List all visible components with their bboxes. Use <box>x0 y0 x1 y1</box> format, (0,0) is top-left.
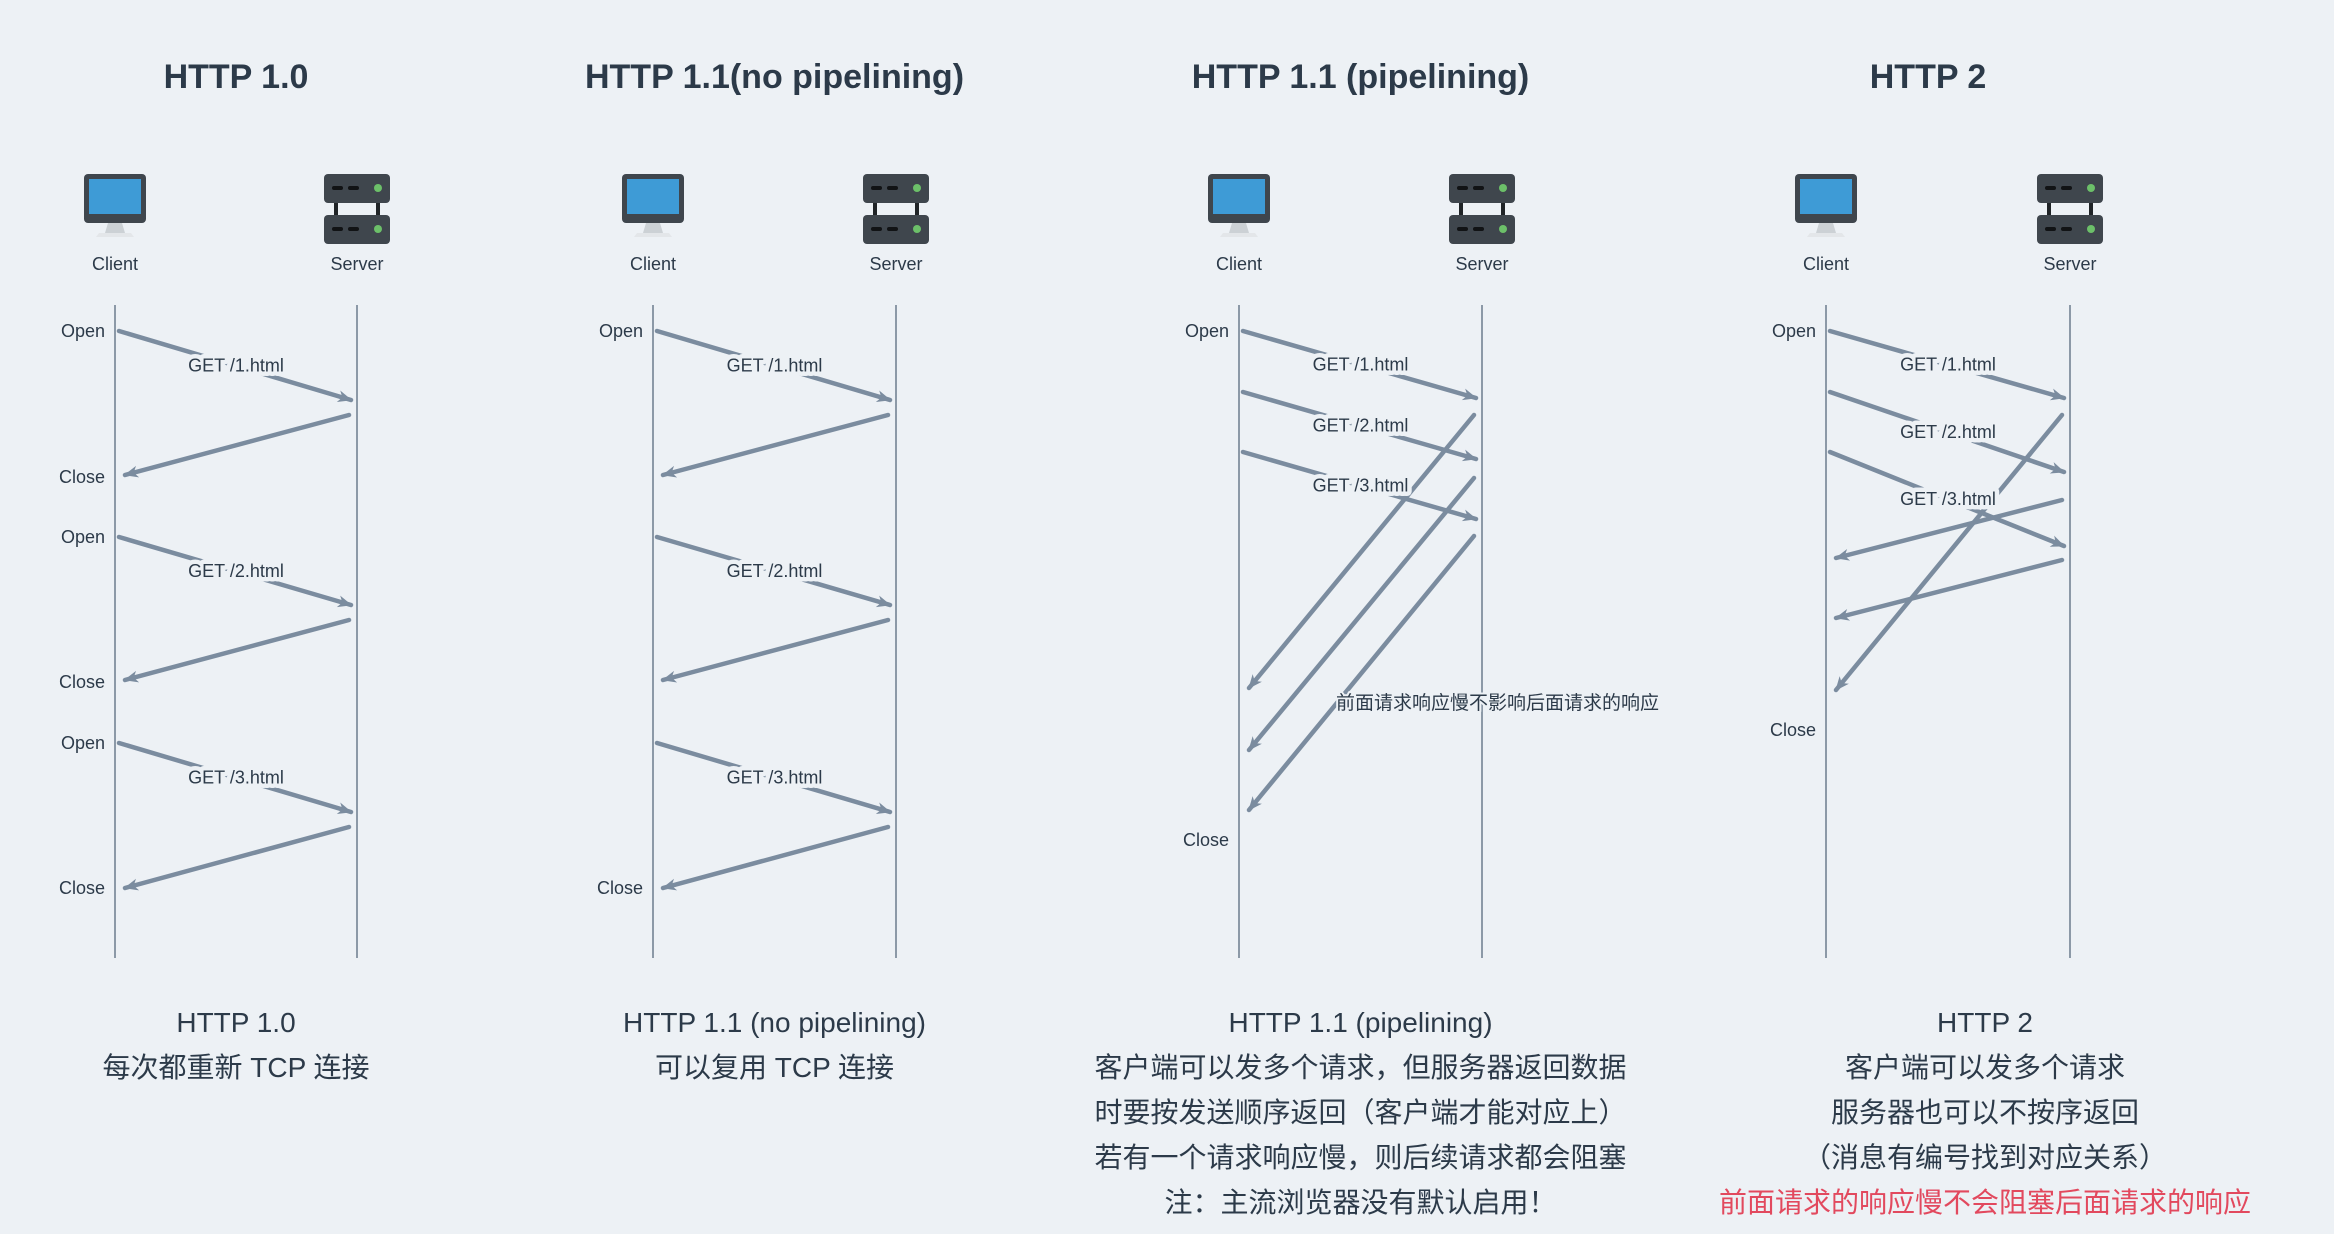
server-rack-icon <box>1444 174 1520 246</box>
message-label: GET /3.html <box>188 768 284 788</box>
response-arrow <box>1246 475 1477 753</box>
client-actor: Client <box>1201 174 1277 275</box>
close-marker-label: Close <box>597 878 643 898</box>
message-label: GET /2.html <box>188 561 284 581</box>
message-label: GET /2.html <box>1313 416 1409 436</box>
message-label: GET /1.html <box>727 356 823 376</box>
column-caption: HTTP 1.1 (pipelining) 客户端可以发多个请求，但服务器返回数… <box>1094 1000 1626 1225</box>
message-label: GET /2.html <box>1900 422 1996 442</box>
caption-line: 每次都重新 TCP 连接 <box>102 1052 370 1083</box>
request-arrow <box>1240 389 1479 462</box>
response-arrow <box>1833 412 2065 693</box>
caption-line: 服务器也可以不按序返回 <box>1830 1097 2140 1128</box>
message-label: GET /3.html <box>1900 489 1996 509</box>
client-actor: Client <box>1788 174 1864 275</box>
server-rack-icon <box>2032 174 2108 246</box>
response-arrow <box>122 617 352 683</box>
response-arrow <box>122 824 352 891</box>
request-arrow <box>116 534 354 608</box>
caption-line: 注：主流浏览器没有默认启用！ <box>1164 1187 1557 1218</box>
column-title: HTTP 1.0 <box>163 58 309 96</box>
server-actor: Server <box>2032 174 2108 275</box>
client-actor: Client <box>77 174 153 275</box>
caption-line: 可以复用 TCP 连接 <box>654 1052 895 1083</box>
caption-line-highlight: 前面请求的响应慢不会阻塞后面请求的响应 <box>1718 1187 2252 1218</box>
message-label: GET /1.html <box>1313 355 1409 375</box>
column-title: HTTP 1.1(no pipelining) <box>584 58 965 96</box>
response-arrow <box>1833 557 2065 621</box>
request-arrow <box>654 328 893 403</box>
request-arrow <box>1240 328 1479 401</box>
client-label: Client <box>629 254 677 274</box>
response-order-annotation: 前面请求响应慢不影响后面请求的响应 <box>1336 692 1659 714</box>
message-label: GET /1.html <box>188 356 284 376</box>
caption-line: （消息有编号找到对应关系） <box>1802 1142 2168 1173</box>
server-actor: Server <box>858 174 934 275</box>
caption-line: 时要按发送顺序返回（客户端才能对应上） <box>1094 1097 1627 1128</box>
column-caption: HTTP 1.1 (no pipelining) 可以复用 TCP 连接 <box>623 1000 926 1090</box>
message-label: GET /2.html <box>727 561 823 581</box>
response-arrow <box>1833 497 2065 561</box>
monitor-icon <box>615 174 691 246</box>
request-arrow <box>654 740 893 815</box>
server-rack-icon <box>319 174 395 246</box>
caption-line: HTTP 1.0 <box>176 1007 296 1038</box>
caption-line: 客户端可以发多个请求，但服务器返回数据 <box>1094 1052 1627 1083</box>
caption-line: HTTP 2 <box>1937 1007 2033 1038</box>
response-arrow <box>122 412 352 478</box>
server-label: Server <box>330 254 384 274</box>
caption-line: HTTP 1.1 (no pipelining) <box>623 1007 926 1038</box>
response-arrow <box>660 824 891 891</box>
monitor-icon <box>1788 174 1864 246</box>
open-marker-label: Open <box>61 733 105 753</box>
response-arrow <box>1246 533 1477 813</box>
close-marker-label: Close <box>1770 720 1816 740</box>
response-arrow <box>660 412 891 478</box>
close-marker-label: Close <box>59 672 105 692</box>
message-label: GET /3.html <box>1313 476 1409 496</box>
close-marker-label: Close <box>1183 830 1229 850</box>
open-marker-label: Open <box>1185 321 1229 341</box>
request-arrow <box>654 534 893 608</box>
request-arrow <box>1827 328 2067 401</box>
request-arrow <box>1240 449 1479 522</box>
column-caption: HTTP 2 客户端可以发多个请求 服务器也可以不按序返回 （消息有编号找到对应… <box>1719 1000 2251 1225</box>
caption-line: HTTP 1.1 (pipelining) <box>1228 1007 1493 1038</box>
client-label: Client <box>91 254 139 274</box>
open-marker-label: Open <box>1772 321 1816 341</box>
close-marker-label: Close <box>59 878 105 898</box>
client-label: Client <box>1215 254 1263 274</box>
server-label: Server <box>1455 254 1509 274</box>
open-marker-label: Open <box>599 321 643 341</box>
request-arrow <box>116 740 354 815</box>
caption-line: 若有一个请求响应慢，则后续请求都会阻塞 <box>1094 1142 1627 1173</box>
client-actor: Client <box>615 174 691 275</box>
monitor-icon <box>1201 174 1277 246</box>
server-actor: Server <box>1444 174 1520 275</box>
column-caption: HTTP 1.0 每次都重新 TCP 连接 <box>102 1000 369 1090</box>
client-label: Client <box>1802 254 1850 274</box>
server-actor: Server <box>319 174 395 275</box>
message-label: GET /3.html <box>727 768 823 788</box>
server-label: Server <box>2043 254 2097 274</box>
open-marker-label: Open <box>61 321 105 341</box>
response-arrow <box>1246 412 1477 691</box>
request-arrow <box>1827 449 2067 549</box>
request-arrow <box>116 328 354 403</box>
monitor-icon <box>77 174 153 246</box>
column-title: HTTP 2 <box>1869 58 1987 96</box>
server-rack-icon <box>858 174 934 246</box>
message-label: GET /1.html <box>1900 355 1996 375</box>
column-title: HTTP 1.1 (pipelining) <box>1191 58 1530 96</box>
caption-line: 客户端可以发多个请求 <box>1844 1052 2126 1083</box>
server-label: Server <box>869 254 923 274</box>
response-arrow <box>660 617 891 683</box>
open-marker-label: Open <box>61 527 105 547</box>
close-marker-label: Close <box>59 467 105 487</box>
